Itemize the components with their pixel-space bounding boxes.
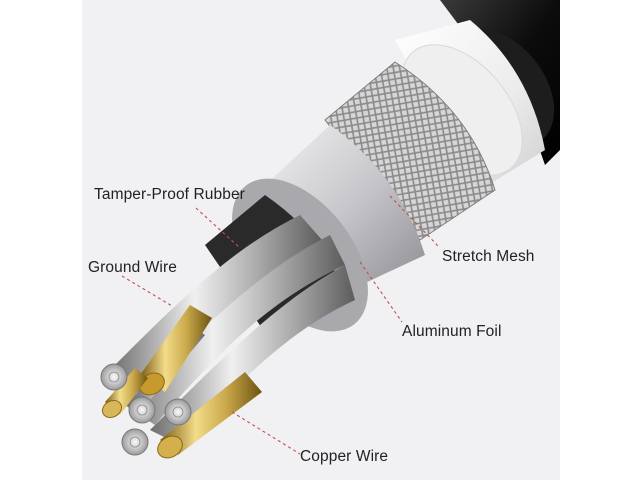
label-aluminum-foil: Aluminum Foil (402, 323, 502, 340)
label-tamper-proof-rubber: Tamper-Proof Rubber (94, 186, 245, 203)
copper-wire-bundle (101, 305, 262, 459)
label-copper-wire: Copper Wire (300, 448, 389, 465)
leader-lines (121, 195, 441, 455)
stretch-mesh-layer (324, 61, 496, 241)
leader-line-tamper-proof-rubber (195, 207, 241, 249)
label-stretch-mesh: Stretch Mesh (442, 248, 535, 265)
strand-end-faces (100, 363, 192, 456)
label-ground-wire: Ground Wire (88, 259, 177, 276)
leader-line-stretch-mesh (389, 195, 441, 249)
leader-line-ground-wire (121, 275, 173, 307)
leader-line-copper-wire (231, 411, 301, 455)
leader-line-aluminum-foil (359, 261, 403, 323)
